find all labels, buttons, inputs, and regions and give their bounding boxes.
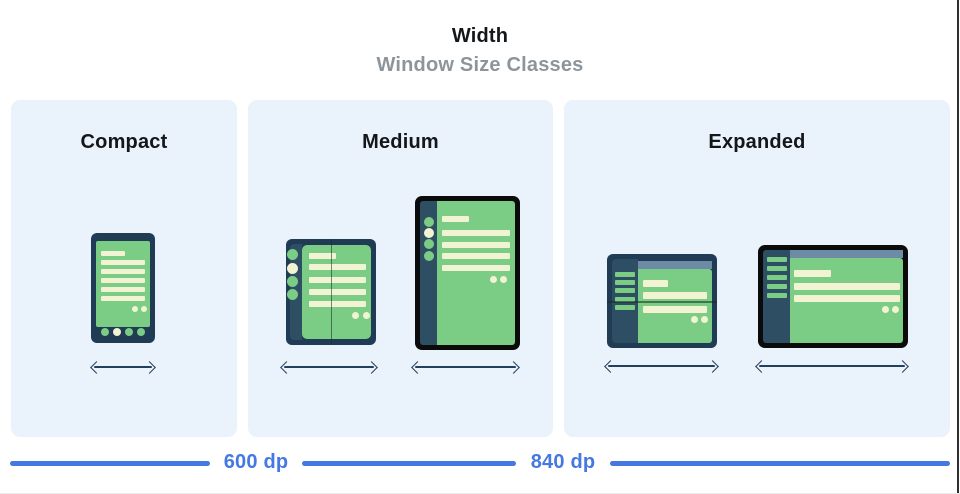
nav-item-bar bbox=[766, 275, 787, 280]
tablet-portrait-illustration bbox=[415, 196, 520, 350]
nav-item-bar bbox=[615, 297, 635, 302]
action-dot bbox=[701, 316, 708, 323]
fold-line bbox=[607, 301, 717, 303]
action-dot bbox=[500, 276, 507, 283]
foldable-screen bbox=[302, 245, 371, 339]
width-arrow-icon bbox=[280, 361, 378, 375]
content-line-short bbox=[794, 270, 831, 277]
action-dot bbox=[132, 306, 138, 312]
action-dot bbox=[892, 306, 899, 313]
content-line bbox=[101, 278, 145, 283]
rail-dot bbox=[287, 289, 298, 300]
foldable-screen bbox=[638, 269, 712, 343]
content-line bbox=[794, 283, 900, 290]
panel-title: Medium bbox=[362, 131, 439, 153]
content-line bbox=[309, 301, 366, 307]
nav-item-bar bbox=[766, 266, 787, 271]
desktop-screen bbox=[790, 258, 903, 343]
content-line bbox=[643, 306, 707, 313]
fold-line bbox=[330, 239, 332, 345]
nav-item-bar bbox=[766, 284, 787, 289]
action-dot bbox=[363, 312, 370, 319]
content-line bbox=[101, 269, 145, 274]
rail-dot bbox=[423, 217, 434, 227]
panel-title: Expanded bbox=[708, 131, 806, 153]
content-line bbox=[309, 277, 366, 283]
breakpoint-label-840: 840 dp bbox=[530, 451, 596, 473]
rail-dot bbox=[287, 276, 298, 287]
content-line bbox=[101, 296, 145, 301]
panel-title: Compact bbox=[80, 131, 168, 153]
content-line bbox=[442, 230, 510, 236]
content-line-short bbox=[309, 253, 336, 259]
action-dot bbox=[691, 316, 698, 323]
action-dot bbox=[141, 306, 147, 312]
breakpoint-label-600: 600 dp bbox=[223, 451, 289, 473]
width-arrow-icon bbox=[90, 361, 156, 375]
rail-dot bbox=[423, 239, 434, 249]
content-line bbox=[101, 287, 145, 292]
nav-dot bbox=[101, 328, 109, 336]
screenshot-right-border bbox=[957, 0, 959, 494]
action-dot bbox=[490, 276, 497, 283]
nav-dot bbox=[137, 328, 145, 336]
foldable-portrait-illustration bbox=[286, 239, 376, 345]
screenshot-bottom-border bbox=[0, 492, 960, 494]
rail-dot bbox=[423, 251, 434, 261]
action-dot bbox=[352, 312, 359, 319]
content-line bbox=[794, 295, 900, 302]
content-line bbox=[309, 264, 366, 270]
nav-item-bar bbox=[615, 280, 635, 285]
content-line bbox=[643, 292, 707, 299]
nav-dot bbox=[113, 328, 121, 336]
action-dot bbox=[882, 306, 889, 313]
width-arrow-icon bbox=[604, 360, 719, 374]
nav-item-bar bbox=[615, 288, 635, 293]
phone-illustration bbox=[91, 233, 155, 343]
nav-item-bar bbox=[615, 272, 635, 277]
ruler-line-segment bbox=[610, 461, 950, 466]
content-line-short bbox=[643, 280, 668, 287]
nav-item-bar bbox=[766, 293, 787, 298]
rail-dot bbox=[287, 263, 298, 274]
ruler-line-segment bbox=[10, 461, 210, 466]
phone-screen bbox=[96, 241, 150, 327]
nav-rail bbox=[763, 250, 790, 343]
width-arrow-icon bbox=[755, 360, 909, 374]
nav-dot bbox=[125, 328, 133, 336]
nav-rail bbox=[420, 201, 437, 345]
content-line bbox=[442, 242, 510, 248]
content-line bbox=[101, 260, 145, 265]
ruler-line-segment bbox=[302, 461, 516, 466]
tablet-screen bbox=[437, 201, 515, 345]
content-line bbox=[309, 289, 366, 295]
content-line-short bbox=[442, 216, 469, 222]
content-line bbox=[442, 253, 510, 259]
content-line-short bbox=[101, 251, 125, 256]
content-line bbox=[442, 265, 510, 271]
app-bar bbox=[638, 261, 712, 269]
foldable-landscape-illustration bbox=[607, 254, 717, 348]
rail-dot bbox=[423, 228, 434, 238]
nav-item-bar bbox=[766, 257, 787, 262]
app-bar bbox=[790, 250, 903, 258]
nav-item-bar bbox=[615, 305, 635, 310]
width-arrow-icon bbox=[411, 361, 520, 375]
desktop-illustration bbox=[758, 245, 908, 348]
rail-dot bbox=[287, 249, 298, 260]
page-subtitle: Window Size Classes bbox=[376, 54, 584, 76]
page-title: Width bbox=[451, 25, 509, 47]
